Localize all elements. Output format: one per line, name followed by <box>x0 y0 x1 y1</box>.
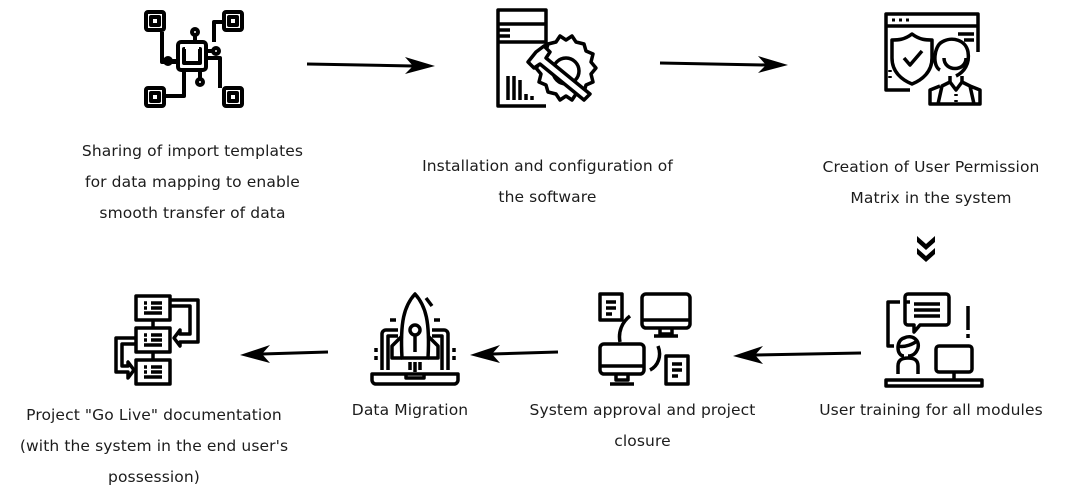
user-permission-shield-icon <box>882 10 982 108</box>
arrow-left-3 <box>240 343 330 363</box>
step-2-label: Installation and configuration of the so… <box>390 151 705 213</box>
arrow-left-1 <box>733 344 863 364</box>
software-configuration-gear-icon <box>496 8 600 108</box>
arrow-right-2 <box>658 54 788 74</box>
label-line: Creation of User Permission <box>822 158 1040 176</box>
label-line: User training for all modules <box>819 401 1043 419</box>
label-line: possession) <box>108 468 200 486</box>
label-line: for data mapping to enable <box>85 173 300 191</box>
label-line: Sharing of import templates <box>81 142 304 160</box>
system-approval-computers-icon <box>596 290 696 388</box>
label-line: the software <box>498 188 597 206</box>
user-training-icon <box>884 290 984 388</box>
label-line: System approval and project <box>529 401 756 419</box>
label-line: (with the system in the end user's <box>19 437 289 455</box>
data-migration-rocket-icon <box>370 290 460 388</box>
step-4-label: User training for all modules <box>806 395 1056 426</box>
step-5-label: System approval and project closure <box>515 395 770 457</box>
data-mapping-network-icon <box>140 8 250 108</box>
label-line: closure <box>614 432 671 450</box>
step-7-label: Project "Go Live" documentation (with th… <box>0 400 308 493</box>
step-3-label: Creation of User Permission Matrix in th… <box>800 152 1062 214</box>
label-line: Data Migration <box>351 401 469 419</box>
label-line: Installation and configuration of <box>422 157 673 175</box>
step-6-label: Data Migration <box>330 395 490 426</box>
go-live-documentation-flow-icon <box>104 292 204 388</box>
arrow-right-1 <box>305 55 435 75</box>
label-line: Matrix in the system <box>850 189 1012 207</box>
arrow-left-2 <box>470 343 560 363</box>
step-1-label: Sharing of import templates for data map… <box>40 136 345 229</box>
label-line: Project "Go Live" documentation <box>26 406 282 424</box>
double-chevron-down-icon <box>916 234 936 266</box>
label-line: smooth transfer of data <box>99 204 286 222</box>
